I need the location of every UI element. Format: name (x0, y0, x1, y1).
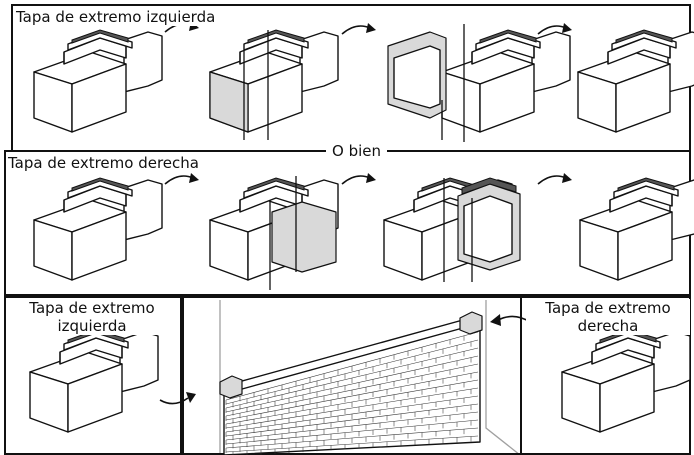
row2-arrow-3 (537, 172, 573, 185)
row1-block-4 (577, 29, 694, 133)
row1-block-1 (33, 29, 163, 133)
row2-block-4 (579, 177, 694, 281)
bottom-right-block (561, 329, 691, 433)
row2-block-2 (209, 176, 339, 290)
row2-arrow-2 (341, 172, 377, 185)
row2-block-1 (33, 177, 163, 281)
bottom-right-title: Tapa de extremo derecha (526, 299, 690, 335)
row2-title: Tapa de extremo derecha (6, 154, 201, 172)
stone-wall (219, 300, 521, 455)
row1-arrow-2 (341, 22, 377, 35)
row2-block-3 (383, 177, 521, 282)
row2-arrow-1 (164, 172, 200, 185)
bottom-left-block (29, 329, 159, 433)
bottom-right-arrow (490, 314, 531, 326)
row1-title: Tapa de extremo izquierda (14, 8, 218, 26)
row1-block-3 (387, 24, 571, 142)
divider-text: O bien (326, 142, 387, 160)
bottom-left-arrow (159, 392, 196, 405)
row1-block-2 (209, 29, 339, 140)
bottom-left-title: Tapa de extremo izquierda (10, 299, 174, 335)
